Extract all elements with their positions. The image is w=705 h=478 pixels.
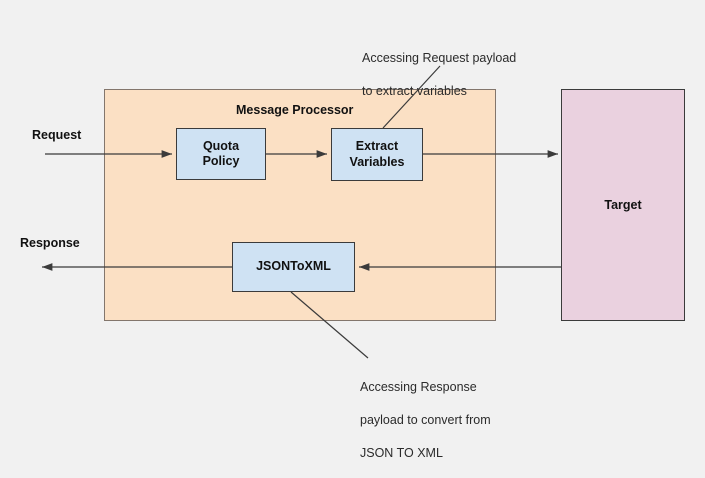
node-extract-variables-label: Extract Variables (350, 139, 405, 170)
node-extract-variables[interactable]: Extract Variables (331, 128, 423, 181)
annotation-request-line2: to extract variables (362, 83, 467, 98)
node-quota-policy[interactable]: Quota Policy (176, 128, 266, 180)
flow-label-request: Request (32, 128, 82, 142)
diagram-canvas: Message Processor Quota Policy (20, 33, 685, 460)
node-extract-variables-label-line2: Variables (349, 154, 405, 169)
node-quota-policy-label-line2: Policy (202, 154, 240, 168)
node-quota-policy-label-line1: Quota (202, 138, 240, 153)
node-target[interactable]: Target (561, 89, 685, 321)
flow-label-response: Response (20, 236, 80, 250)
node-extract-variables-label-line1: Extract (355, 139, 399, 154)
annotation-response: Accessing Response payload to convert fr… (360, 362, 560, 478)
annotation-response-line1: Accessing Response (360, 379, 477, 394)
node-jsontoxml[interactable]: JSONToXML (232, 242, 355, 292)
annotation-request: Accessing Request payload to extract var… (362, 33, 562, 116)
message-processor-title: Message Processor (236, 103, 354, 117)
node-jsontoxml-label: JSONToXML (256, 259, 331, 274)
node-quota-policy-label: Quota Policy (203, 139, 240, 170)
annotation-response-line3: JSON TO XML (360, 445, 443, 460)
node-target-label: Target (604, 198, 642, 212)
annotation-request-line1: Accessing Request payload (362, 50, 517, 65)
annotation-response-line2: payload to convert from (360, 412, 491, 427)
